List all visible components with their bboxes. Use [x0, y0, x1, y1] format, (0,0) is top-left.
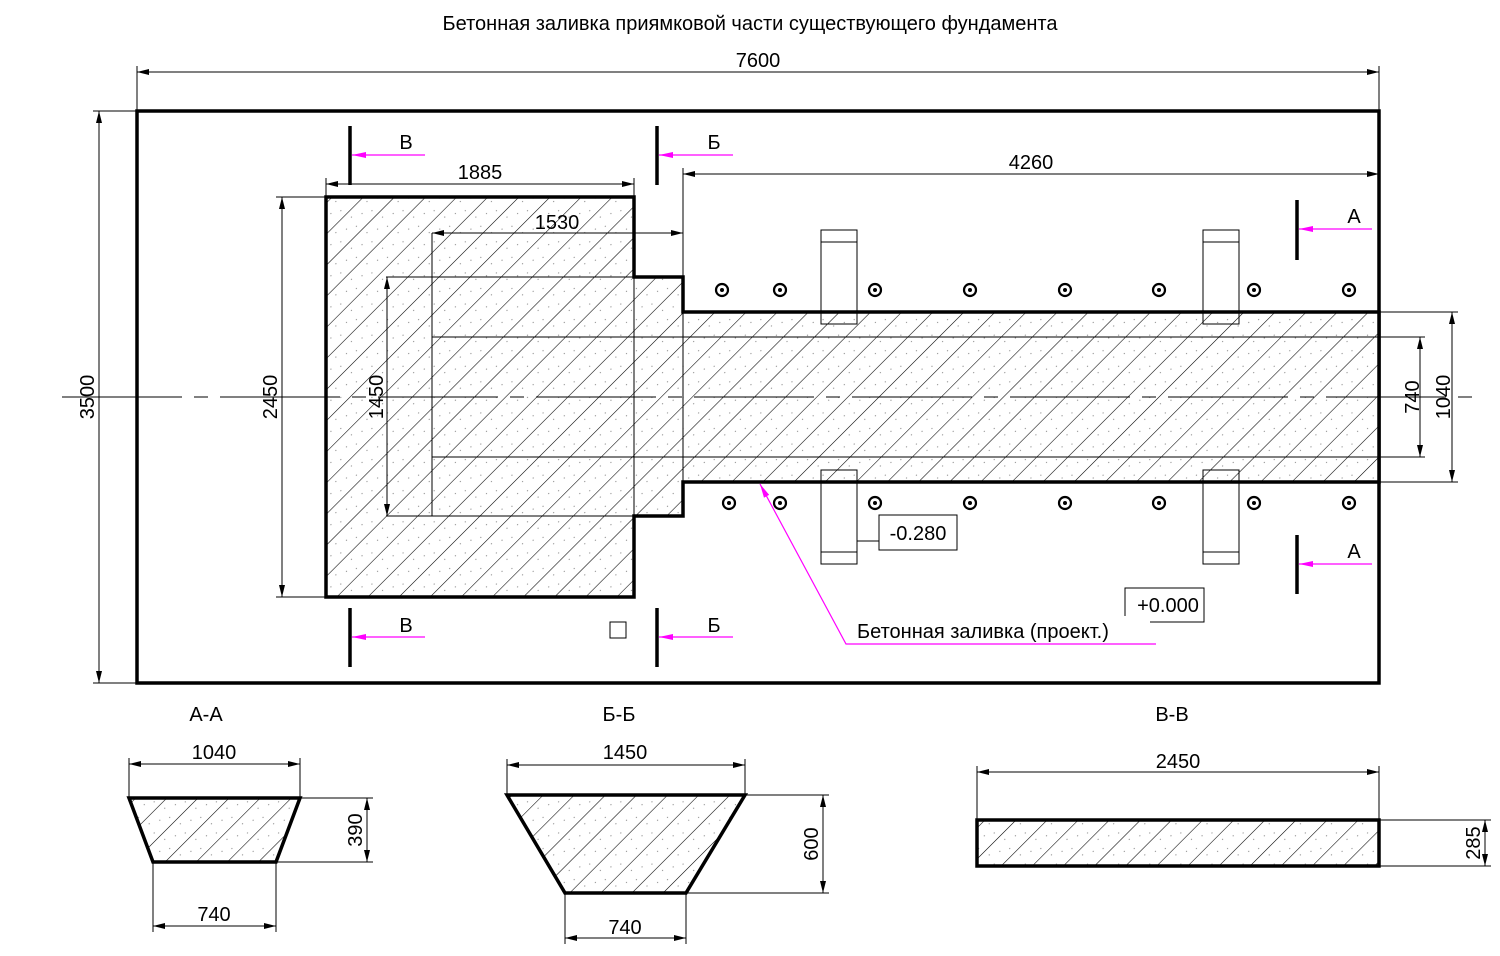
- svg-text:А-А: А-А: [189, 704, 223, 726]
- svg-text:+0.000: +0.000: [1137, 595, 1199, 617]
- level-mark-top: +0.000: [1124, 587, 1205, 623]
- dim-overall-length: 7600: [136, 50, 1380, 111]
- dim-inner-width: 1450: [366, 277, 390, 516]
- svg-text:В: В: [399, 132, 412, 154]
- pit-contour-lines: [386, 233, 1458, 517]
- level-mark-bottom: -0.280: [857, 514, 958, 551]
- svg-text:1040: 1040: [1433, 375, 1455, 420]
- svg-text:Бетонная заливка (проект.): Бетонная заливка (проект.): [857, 621, 1109, 643]
- svg-text:7600: 7600: [736, 50, 781, 72]
- svg-text:1530: 1530: [535, 212, 580, 234]
- support-plates: [820, 229, 1240, 565]
- small-square-marker: [609, 621, 627, 639]
- svg-text:А: А: [1347, 206, 1361, 228]
- svg-text:Б: Б: [707, 615, 720, 637]
- svg-text:Б: Б: [707, 132, 720, 154]
- svg-text:1450: 1450: [603, 742, 648, 764]
- concrete-pour-leader: Бетонная заливка (проект.): [759, 483, 1156, 645]
- svg-text:285: 285: [1463, 826, 1485, 859]
- dim-block-width: 2450: [260, 196, 326, 598]
- svg-text:390: 390: [345, 813, 367, 846]
- svg-text:Б-Б: Б-Б: [603, 704, 636, 726]
- dim-inner-length: 1530: [432, 212, 683, 236]
- svg-text:В: В: [399, 615, 412, 637]
- dim-block-length: 1885: [325, 162, 635, 197]
- svg-text:1450: 1450: [366, 375, 388, 420]
- drawing-title: Бетонная заливка приямковой части сущест…: [443, 13, 1059, 35]
- svg-text:740: 740: [197, 904, 230, 926]
- dim-channel-length: 4260: [682, 152, 1380, 312]
- svg-text:4260: 4260: [1009, 152, 1054, 174]
- section-v-v: В-В 2450 285: [975, 704, 1491, 868]
- svg-text:2450: 2450: [260, 375, 282, 420]
- section-b-b: Б-Б 1450 740 600: [503, 704, 829, 944]
- dim-channel-outer-width: 1040: [1433, 312, 1455, 482]
- svg-text:740: 740: [608, 917, 641, 939]
- svg-text:-0.280: -0.280: [890, 523, 947, 545]
- section-marks: В Б В Б А А: [348, 126, 1372, 667]
- svg-text:А: А: [1347, 541, 1361, 563]
- svg-text:1040: 1040: [192, 742, 237, 764]
- svg-text:1885: 1885: [458, 162, 503, 184]
- svg-text:740: 740: [1402, 380, 1424, 413]
- svg-text:В-В: В-В: [1155, 704, 1188, 726]
- svg-text:600: 600: [801, 827, 823, 860]
- section-a-a: А-А 1040 740 390: [126, 704, 373, 932]
- svg-text:2450: 2450: [1156, 751, 1201, 773]
- dim-channel-inner-width: 740: [1402, 337, 1424, 457]
